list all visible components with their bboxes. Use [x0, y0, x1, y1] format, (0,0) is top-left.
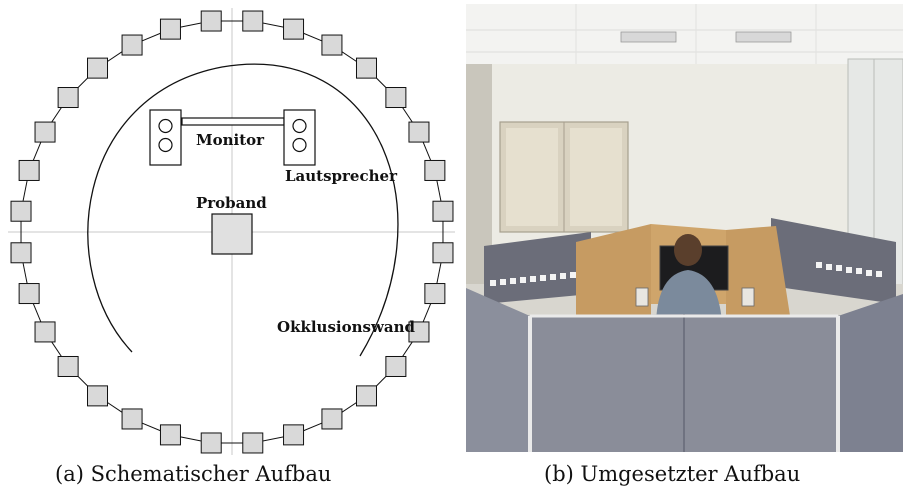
ring-speaker-box [200, 10, 222, 32]
ring-speaker-box [57, 87, 79, 109]
speaker-label: Lautsprecher [285, 167, 398, 185]
ring-speaker-box [10, 200, 32, 222]
ring-speaker-box [87, 57, 109, 79]
ring-speaker-box [355, 385, 377, 407]
ring-speaker-box [321, 408, 343, 430]
left-speaker [149, 109, 182, 166]
ring-speaker-box [283, 18, 305, 40]
ring-speaker-box [424, 159, 446, 181]
ring-speaker-box [34, 121, 56, 143]
ring-speaker-box [10, 242, 32, 264]
caption-b: (b) Umgesetzter Aufbau [544, 462, 801, 486]
ring-speaker-box [242, 432, 264, 454]
person-icon [656, 234, 722, 322]
ring-speaker-box [34, 321, 56, 343]
front-panel-right-edge [838, 294, 903, 452]
ring-speaker-box [385, 355, 407, 377]
front-panel-left [530, 314, 684, 452]
schematic-figure: Monitor Lautsprecher Proband Okklusionsw… [0, 0, 462, 460]
ring-speaker-box [18, 283, 40, 305]
ring-speaker-box [432, 242, 454, 264]
monitor-label: Monitor [196, 131, 265, 149]
ring-speaker-box [57, 355, 79, 377]
ceiling [466, 4, 903, 64]
ring-speaker-box [18, 159, 40, 181]
ring-speaker-box [242, 10, 264, 32]
ring-speaker-box [121, 34, 143, 56]
ring-speaker-box [432, 200, 454, 222]
ring-speaker-box [408, 121, 430, 143]
ring-speaker-box [408, 321, 430, 343]
occlusion-wall-label: Okklusionswand [277, 318, 415, 336]
ring-speaker-box [87, 385, 109, 407]
occlusion-wall-arc [87, 63, 399, 357]
right-speaker [283, 109, 316, 166]
monitor-shape [181, 117, 285, 126]
ring-speaker-box [283, 424, 305, 446]
left-panel [484, 232, 591, 304]
ring-speaker-box [159, 18, 181, 40]
ring-speaker-box [200, 432, 222, 454]
setup-photo [466, 4, 903, 452]
ring-speaker-box [159, 424, 181, 446]
setup-photo-illustration [466, 4, 903, 452]
caption-a: (a) Schematischer Aufbau [55, 462, 332, 486]
ceiling-light-icon [735, 31, 792, 43]
front-panel-right [684, 314, 838, 452]
ceiling-light-icon [620, 31, 677, 43]
speaker-icon [741, 287, 755, 307]
ring-speaker-box [424, 283, 446, 305]
speaker-icon [635, 287, 649, 307]
right-panel [771, 218, 896, 304]
front-panel-left-edge [466, 288, 530, 452]
subject-square [211, 213, 253, 255]
ring-speaker-box [355, 57, 377, 79]
subject-label: Proband [196, 194, 267, 212]
ring-speaker-box [321, 34, 343, 56]
schematic-diagram: Monitor Lautsprecher Proband Okklusionsw… [8, 8, 455, 455]
cardboard-left [576, 224, 651, 326]
ring-speaker-box [385, 87, 407, 109]
ring-speaker-box [121, 408, 143, 430]
speaker-ring [10, 10, 454, 454]
